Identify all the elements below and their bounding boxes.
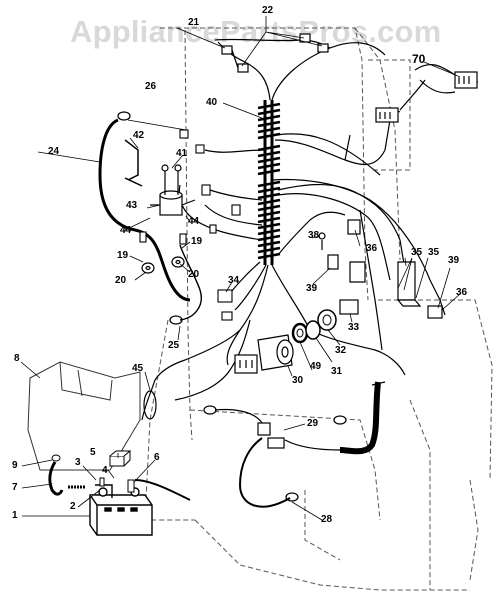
callout-40: 40 xyxy=(206,97,218,108)
callout-31: 31 xyxy=(331,366,343,377)
callout-36-right: 36 xyxy=(456,287,468,298)
starter-solenoid xyxy=(150,164,196,216)
cable-45 xyxy=(141,379,157,421)
callout-1: 1 xyxy=(12,510,18,521)
callout-39-left: 39 xyxy=(306,283,318,294)
callout-6: 6 xyxy=(154,452,160,463)
battery xyxy=(89,484,153,536)
watermark-text: AppliancePartsPros.com xyxy=(70,14,442,49)
callout-20-left: 20 xyxy=(115,275,127,286)
callout-42: 42 xyxy=(133,130,145,141)
callout-19-right: 19 xyxy=(191,236,203,247)
callout-2: 2 xyxy=(70,501,76,512)
callout-25: 25 xyxy=(168,340,180,351)
clip-42 xyxy=(124,139,143,187)
ground-cable-24 xyxy=(98,118,191,302)
callout-22: 22 xyxy=(262,5,274,16)
switch-parts-right xyxy=(318,219,443,319)
callout-30: 30 xyxy=(292,375,304,386)
callout-8: 8 xyxy=(14,353,20,364)
callout-3: 3 xyxy=(75,457,81,468)
callout-29: 29 xyxy=(307,418,319,429)
battery-cable-short xyxy=(48,461,64,496)
callout-39-right: 39 xyxy=(448,255,460,266)
callout-7: 7 xyxy=(12,482,18,493)
callout-24: 24 xyxy=(48,146,60,157)
wiring-harness-main xyxy=(257,100,281,265)
fuse-holder-29 xyxy=(214,408,285,449)
tractor-frame-outline xyxy=(144,27,493,591)
callout-34: 34 xyxy=(228,275,240,286)
callout-28: 28 xyxy=(321,514,333,525)
callout-32: 32 xyxy=(335,345,347,356)
callout-49: 49 xyxy=(310,361,322,372)
callout-41: 41 xyxy=(176,148,188,159)
harness-clips-top xyxy=(214,33,331,73)
callout-38: 38 xyxy=(308,230,320,241)
battery-hardware xyxy=(68,450,135,493)
callout-4: 4 xyxy=(102,465,108,476)
callout-9: 9 xyxy=(12,460,18,471)
callout-35-right: 35 xyxy=(428,247,440,258)
callout-33: 33 xyxy=(348,322,360,333)
fender-left xyxy=(27,361,141,471)
callout-36-top: 36 xyxy=(366,243,378,254)
callout-35-left: 35 xyxy=(411,247,423,258)
ignition-switch xyxy=(234,334,294,374)
callout-5: 5 xyxy=(90,447,96,458)
callout-45: 45 xyxy=(132,363,144,374)
harness-connector-70 xyxy=(329,42,479,113)
callout-43: 43 xyxy=(126,200,138,211)
callout-19-left: 19 xyxy=(117,250,129,261)
callout-44-right: 44 xyxy=(188,216,200,227)
callout-44-left: 44 xyxy=(120,225,132,236)
callout-20-right: 20 xyxy=(188,269,200,280)
battery-cable-28 xyxy=(134,437,291,508)
leader-lines xyxy=(20,16,461,521)
callout-21: 21 xyxy=(188,17,200,28)
cable-25 xyxy=(179,244,202,321)
connector-plug xyxy=(375,71,478,123)
callout-26: 26 xyxy=(145,81,157,92)
callout-70: 70 xyxy=(412,52,426,66)
battery-cable-positive xyxy=(339,381,381,455)
